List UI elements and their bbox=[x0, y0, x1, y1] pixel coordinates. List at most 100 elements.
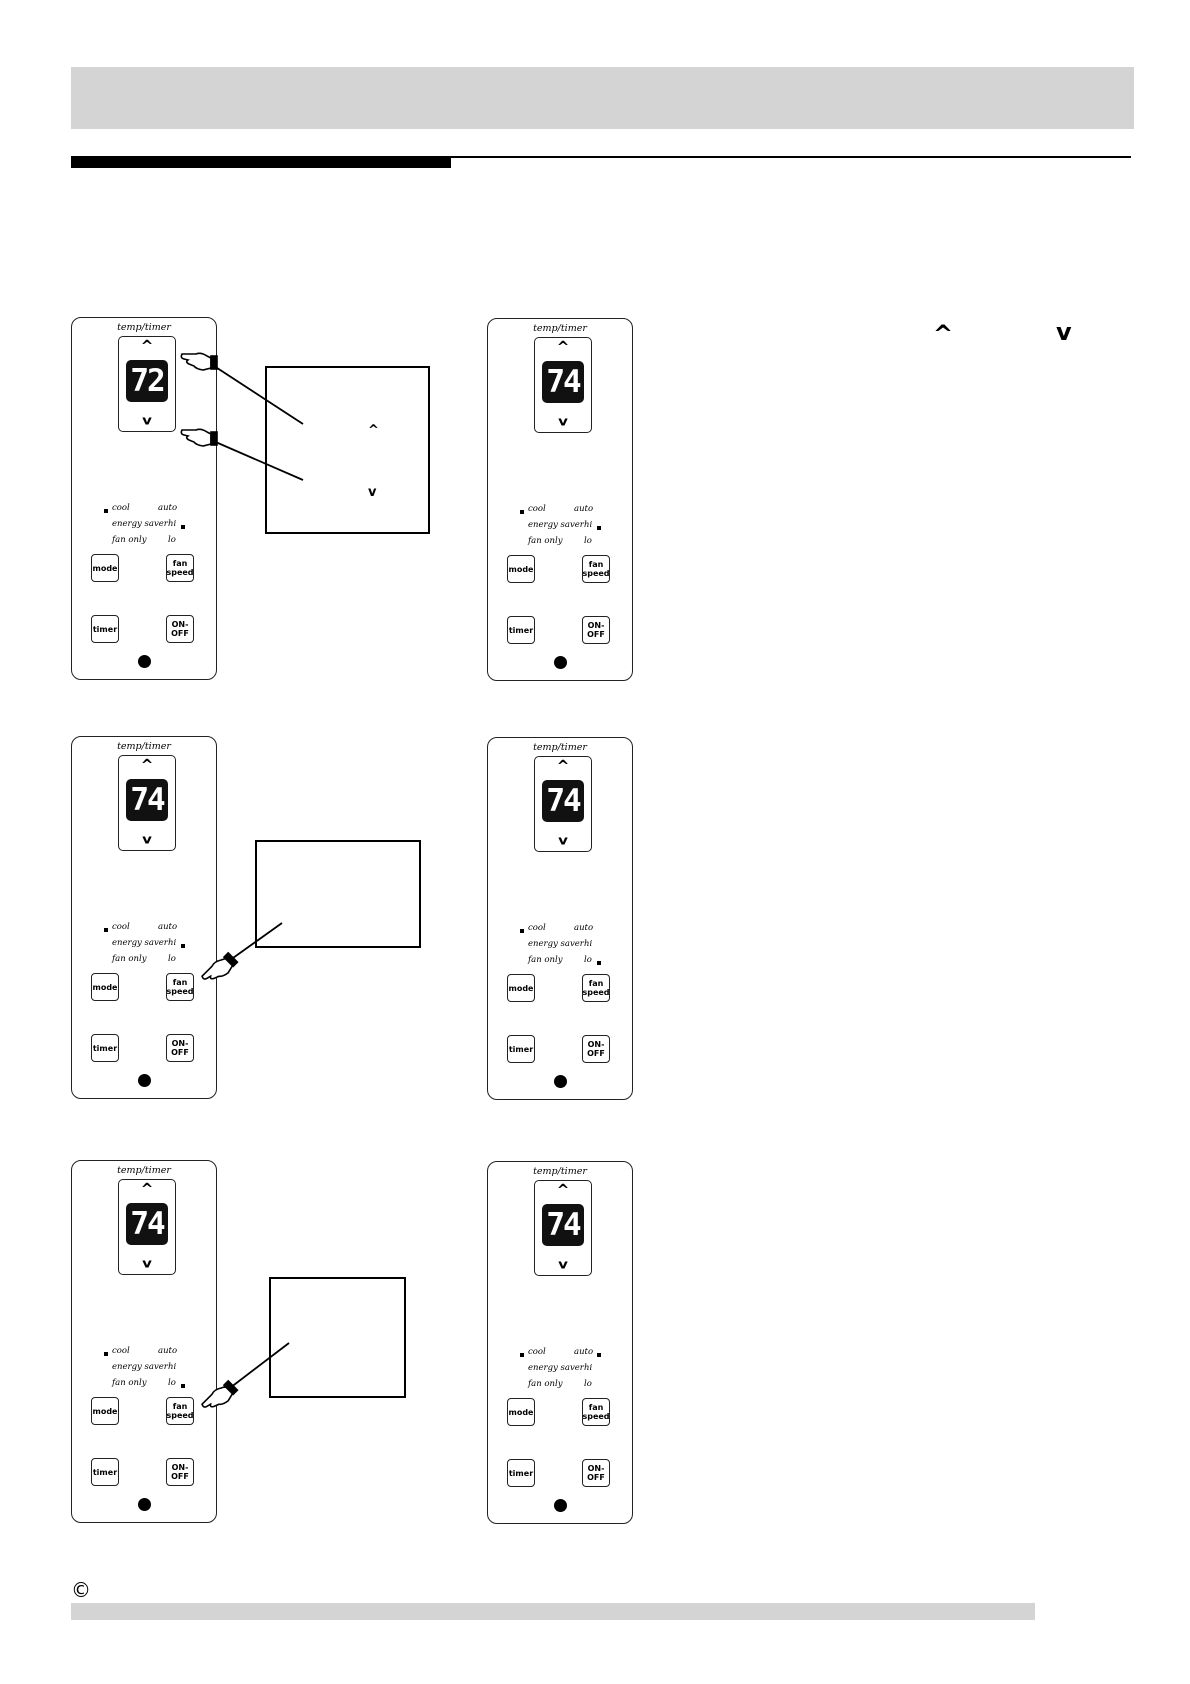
remote-sensor-dot bbox=[138, 1498, 151, 1511]
indicator-cool-label: cool bbox=[112, 503, 130, 513]
remote-panel-6: temp/timer ^ 74 v cool auto energy saver… bbox=[487, 1161, 633, 1524]
temp-timer-label: temp/timer bbox=[533, 1166, 587, 1177]
indicator-energy-saver-label: energy saver bbox=[112, 1362, 168, 1372]
fan-speed-button[interactable]: fan speed bbox=[166, 1397, 194, 1425]
temperature-display: 74 bbox=[542, 361, 584, 403]
fan-speed-button[interactable]: fan speed bbox=[166, 554, 194, 582]
temperature-display: 74 bbox=[126, 1203, 168, 1245]
mode-button[interactable]: mode bbox=[507, 555, 535, 583]
timer-button[interactable]: timer bbox=[91, 1034, 119, 1062]
timer-button[interactable]: timer bbox=[507, 616, 535, 644]
indicator-energy-saver-label: energy saver bbox=[528, 939, 584, 949]
mode-button[interactable]: mode bbox=[91, 1397, 119, 1425]
indicator-lo-label: lo bbox=[168, 954, 176, 964]
down-arrow-icon: v bbox=[1056, 318, 1072, 346]
remote-sensor-dot bbox=[554, 656, 567, 669]
fan-speed-button[interactable]: fan speed bbox=[166, 973, 194, 1001]
section-rule-thick bbox=[71, 156, 451, 168]
mode-button[interactable]: mode bbox=[507, 974, 535, 1002]
indicator-hi-icon bbox=[597, 526, 601, 530]
fan-speed-button[interactable]: fan speed bbox=[582, 974, 610, 1002]
remote-sensor-dot bbox=[554, 1075, 567, 1088]
indicator-lo-icon bbox=[597, 961, 601, 965]
temp-down-button[interactable]: v bbox=[558, 832, 568, 848]
connector-line bbox=[225, 922, 283, 964]
indicator-energy-saver-label: energy saver bbox=[528, 1363, 584, 1373]
indicator-auto-label: auto bbox=[158, 922, 178, 932]
on-off-button[interactable]: ON-OFF bbox=[582, 616, 610, 644]
temp-timer-label: temp/timer bbox=[533, 742, 587, 753]
indicator-cool-icon bbox=[104, 928, 108, 932]
remote-panel-2: temp/timer ^ 74 v cool auto energy saver… bbox=[487, 318, 633, 681]
indicator-lo-icon bbox=[181, 1384, 185, 1388]
temp-timer-label: temp/timer bbox=[533, 323, 587, 334]
indicator-fan-only-label: fan only bbox=[528, 1379, 563, 1389]
hand-pointer-icon bbox=[201, 1379, 239, 1408]
indicator-fan-only-label: fan only bbox=[112, 535, 147, 545]
indicator-cool-label: cool bbox=[112, 922, 130, 932]
hand-pointer-icon bbox=[180, 352, 218, 371]
mode-button[interactable]: mode bbox=[91, 973, 119, 1001]
temp-up-button[interactable]: ^ bbox=[140, 1180, 154, 1198]
temp-up-button[interactable]: ^ bbox=[556, 757, 570, 775]
mode-button[interactable]: mode bbox=[507, 1398, 535, 1426]
indicator-cool-label: cool bbox=[528, 504, 546, 514]
callout-up-symbol: ^ bbox=[368, 423, 379, 438]
fan-speed-button[interactable]: fan speed bbox=[582, 555, 610, 583]
indicator-cool-icon bbox=[520, 929, 524, 933]
indicator-cool-icon bbox=[104, 1352, 108, 1356]
hand-pointer-icon bbox=[180, 428, 218, 447]
on-off-button[interactable]: ON-OFF bbox=[166, 1458, 194, 1486]
indicator-lo-label: lo bbox=[584, 955, 592, 965]
remote-sensor-dot bbox=[138, 1074, 151, 1087]
temp-timer-control: ^ 74 v bbox=[118, 755, 176, 851]
temp-up-button[interactable]: ^ bbox=[140, 337, 154, 355]
indicator-hi-label: hi bbox=[584, 520, 593, 530]
on-off-button[interactable]: ON-OFF bbox=[166, 1034, 194, 1062]
on-off-button[interactable]: ON-OFF bbox=[166, 615, 194, 643]
fan-speed-button[interactable]: fan speed bbox=[582, 1398, 610, 1426]
remote-panel-1: temp/timer ^ 72 v cool auto energy saver… bbox=[71, 317, 217, 680]
hand-pointer-icon bbox=[201, 951, 239, 980]
temp-timer-label: temp/timer bbox=[117, 1165, 171, 1176]
copyright-symbol: © bbox=[71, 1578, 91, 1602]
indicator-auto-label: auto bbox=[574, 923, 594, 933]
temp-up-button[interactable]: ^ bbox=[556, 1181, 570, 1199]
timer-button[interactable]: timer bbox=[507, 1035, 535, 1063]
temp-down-button[interactable]: v bbox=[142, 1255, 152, 1271]
on-off-button[interactable]: ON-OFF bbox=[582, 1035, 610, 1063]
indicator-energy-saver-label: energy saver bbox=[112, 519, 168, 529]
indicator-auto-label: auto bbox=[574, 504, 594, 514]
indicator-hi-label: hi bbox=[168, 519, 177, 529]
indicator-lo-label: lo bbox=[168, 1378, 176, 1388]
indicator-cool-icon bbox=[520, 1353, 524, 1357]
timer-button[interactable]: timer bbox=[91, 615, 119, 643]
mode-button[interactable]: mode bbox=[91, 554, 119, 582]
indicator-energy-saver-label: energy saver bbox=[112, 938, 168, 948]
indicator-cool-label: cool bbox=[528, 923, 546, 933]
footer-band bbox=[71, 1603, 1035, 1620]
temp-down-button[interactable]: v bbox=[558, 1256, 568, 1272]
temp-down-button[interactable]: v bbox=[558, 413, 568, 429]
indicator-hi-label: hi bbox=[584, 939, 593, 949]
temp-down-button[interactable]: v bbox=[142, 831, 152, 847]
on-off-button[interactable]: ON-OFF bbox=[582, 1459, 610, 1487]
indicator-fan-only-label: fan only bbox=[528, 536, 563, 546]
temp-down-button[interactable]: v bbox=[142, 412, 152, 428]
indicator-fan-only-label: fan only bbox=[528, 955, 563, 965]
connector-line bbox=[225, 1342, 290, 1392]
indicator-fan-only-label: fan only bbox=[112, 1378, 147, 1388]
temp-timer-control: ^ 74 v bbox=[118, 1179, 176, 1275]
timer-button[interactable]: timer bbox=[91, 1458, 119, 1486]
header-band bbox=[71, 67, 1134, 129]
indicator-hi-icon bbox=[181, 525, 185, 529]
connector-line bbox=[210, 363, 304, 425]
indicator-auto-label: auto bbox=[158, 503, 178, 513]
timer-button[interactable]: timer bbox=[507, 1459, 535, 1487]
callout-box-3 bbox=[269, 1277, 406, 1398]
indicator-lo-label: lo bbox=[168, 535, 176, 545]
temp-up-button[interactable]: ^ bbox=[140, 756, 154, 774]
temp-up-button[interactable]: ^ bbox=[556, 338, 570, 356]
indicator-auto-label: auto bbox=[574, 1347, 594, 1357]
remote-sensor-dot bbox=[138, 655, 151, 668]
